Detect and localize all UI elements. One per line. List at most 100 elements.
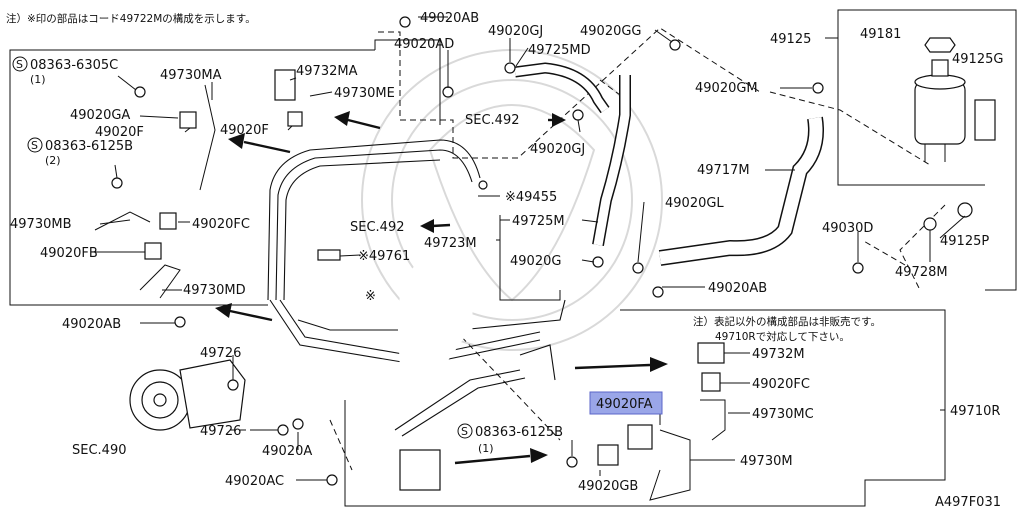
label-49020F-a: 49020F (95, 125, 144, 140)
label-49020GA: 49020GA (70, 108, 130, 123)
label-49728M: 49728M (895, 265, 948, 280)
reservoir-bracket (974, 99, 996, 141)
label-08363-6305C: 08363-6305C (30, 58, 118, 73)
diagram-code: A497F031 (935, 495, 1001, 510)
clamp-49020GG (669, 39, 681, 51)
label-49020GB: 49020GB (578, 479, 638, 494)
reservoir-cap (924, 37, 956, 53)
pipe-assembly-49723M (267, 139, 566, 437)
bolt-marker-2: S (27, 137, 43, 153)
bolt-49020AB-top (399, 16, 411, 28)
clamp-49020FB (144, 242, 162, 260)
label-49020FC-a: 49020FC (192, 217, 250, 232)
washer-49726-a (227, 379, 239, 391)
reservoir-group-box (825, 9, 1017, 291)
label-49020G: 49020G (510, 254, 561, 269)
grommet-49728M (923, 217, 937, 231)
label-49730MB: 49730MB (10, 217, 72, 232)
label-49020A: 49020A (262, 444, 312, 459)
clamp-49020GM (812, 82, 824, 94)
label-49020GJ-mid: 49020GJ (530, 142, 585, 157)
bolt-49020A (292, 418, 304, 430)
label-08363-6125B-a: 08363-6125B (45, 139, 133, 154)
label-49710R: 49710R (950, 404, 1000, 419)
label-sec492-b: SEC.492 (350, 220, 405, 235)
watermark (361, 49, 663, 351)
label-49725M: 49725M (512, 214, 565, 229)
label-qty-1a: (1) (30, 73, 46, 86)
label-49726-a: 49726 (200, 346, 241, 361)
left-group-box (9, 49, 375, 306)
label-49730ME: 49730ME (334, 86, 395, 101)
bracket-49730MB (94, 211, 151, 231)
clamp-49020GB (597, 444, 619, 466)
label-49726-b: 49726 (200, 424, 241, 439)
bolt-49020AB-left (174, 316, 186, 328)
bolt-marker-1: S (12, 56, 28, 72)
note-right-2: 49710Rで対応して下さい。 (715, 330, 850, 343)
label-49730MA: 49730MA (160, 68, 222, 83)
reservoir-tank (914, 59, 966, 162)
label-49020AD: 49020AD (394, 37, 454, 52)
clamp-49020G (592, 256, 604, 268)
label-49730MC: 49730MC (752, 407, 814, 422)
label-qty-1b: (1) (478, 442, 494, 455)
hose-loop (399, 257, 471, 421)
label-49020F-b: 49020F (220, 123, 269, 138)
bracket-49732MA (274, 69, 296, 101)
center-dashed-box (378, 27, 761, 159)
highlight-49020FA[interactable] (589, 391, 663, 415)
bolt-49020AB-right (652, 286, 664, 298)
label-sec490: SEC.490 (72, 443, 127, 458)
label-49730MD: 49730MD (183, 283, 246, 298)
bracket-49732M (697, 342, 725, 364)
label-49723M: 49723M (424, 236, 477, 251)
svg-text:S: S (461, 425, 468, 438)
bracket-49730MC (700, 399, 726, 441)
label-49020GG: 49020GG (580, 24, 642, 39)
note-right-1: 注）表記以外の構成部品は非販売です。 (693, 315, 881, 328)
label-49125G: 49125G (952, 52, 1003, 67)
label-08363-6125B-b: 08363-6125B (475, 425, 563, 440)
grommet-49125P (957, 202, 973, 218)
clamp-49020GL (632, 262, 644, 274)
label-49020GJ-top: 49020GJ (488, 24, 543, 39)
label-49725MD: 49725MD (528, 43, 591, 58)
bolt-08363-6125B-a (111, 177, 123, 189)
label-49020GM: 49020GM (695, 81, 758, 96)
label-49125: 49125 (770, 32, 811, 47)
label-49020AB-top: 49020AB (420, 11, 479, 26)
label-49717M: 49717M (697, 163, 750, 178)
bolt-08363-6125B-b (566, 456, 578, 468)
direction-arrows (215, 111, 668, 465)
label-49181: 49181 (860, 27, 901, 42)
label-49020AC: 49020AC (225, 474, 284, 489)
washer-49726-b (277, 424, 289, 436)
label-49020FB: 49020FB (40, 246, 98, 261)
label-49732MA: 49732MA (296, 64, 358, 79)
bracket-49730M (649, 429, 691, 501)
svg-text:S: S (31, 139, 38, 152)
clamp-49020F (179, 111, 197, 129)
switch-49761 (317, 249, 341, 261)
label-qty-2: (2) (45, 154, 61, 167)
bracket-49730MA (199, 84, 216, 191)
header-note: 注）※印の部品はコード49722Mの構成を示します。 (6, 12, 256, 25)
part-labels: 49020AB 49020AD 49020GJ 49020GG 49725MD … (10, 11, 1003, 510)
label-49020FA[interactable]: 49020FA (596, 397, 653, 412)
label-49730M: 49730M (740, 454, 793, 469)
bracket-49730MD (139, 264, 181, 299)
bolt-08363-6305C (134, 86, 146, 98)
label-49125P: 49125P (940, 234, 989, 249)
label-49761: ※49761 (358, 249, 410, 264)
bolt-marker-3: S (457, 423, 473, 439)
label-49030D: 49030D (822, 221, 873, 236)
svg-text:S: S (16, 58, 23, 71)
label-x-mark: ※ (365, 289, 376, 304)
power-steering-pump (129, 359, 246, 431)
clamp-49020FA (627, 424, 653, 450)
label-49020GL: 49020GL (665, 196, 724, 211)
label-49020AB-left: 49020AB (62, 317, 121, 332)
label-49020AB-right: 49020AB (708, 281, 767, 296)
